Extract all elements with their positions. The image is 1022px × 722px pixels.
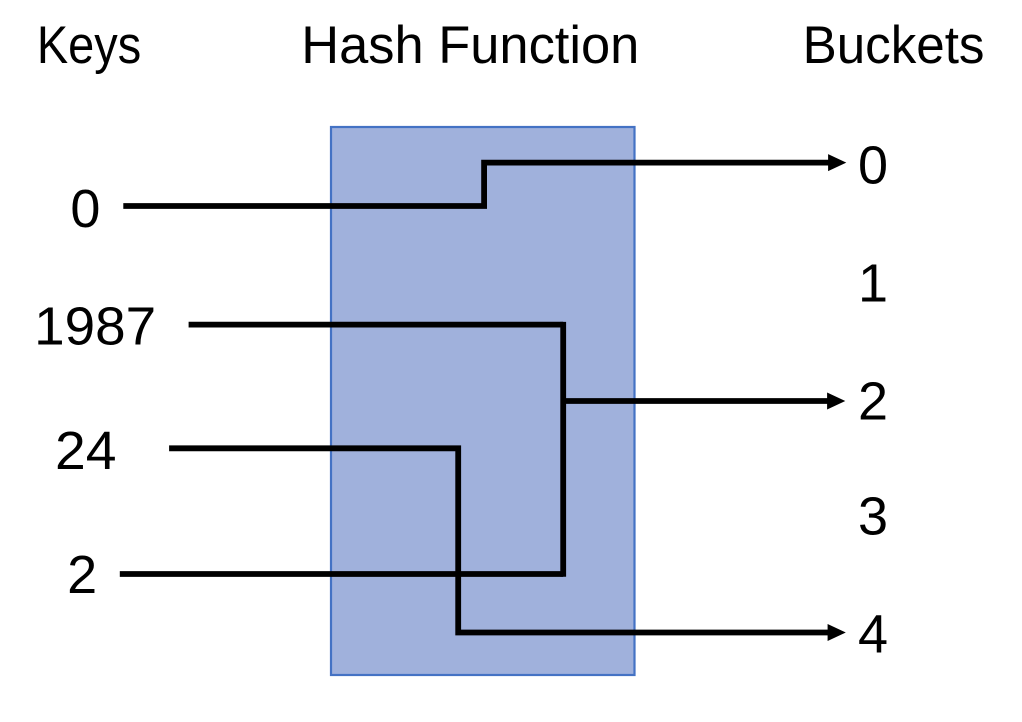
svg-text:Hash Function: Hash Function [301, 16, 639, 75]
svg-text:Keys: Keys [37, 16, 141, 75]
svg-text:3: 3 [858, 486, 888, 546]
svg-text:1987: 1987 [34, 297, 156, 357]
svg-text:Buckets: Buckets [803, 16, 985, 75]
svg-text:0: 0 [70, 179, 100, 239]
svg-text:4: 4 [858, 604, 888, 664]
svg-text:2: 2 [858, 372, 888, 432]
svg-text:2: 2 [67, 545, 97, 605]
svg-text:0: 0 [858, 136, 888, 196]
svg-text:24: 24 [55, 421, 117, 481]
svg-text:1: 1 [858, 254, 888, 314]
